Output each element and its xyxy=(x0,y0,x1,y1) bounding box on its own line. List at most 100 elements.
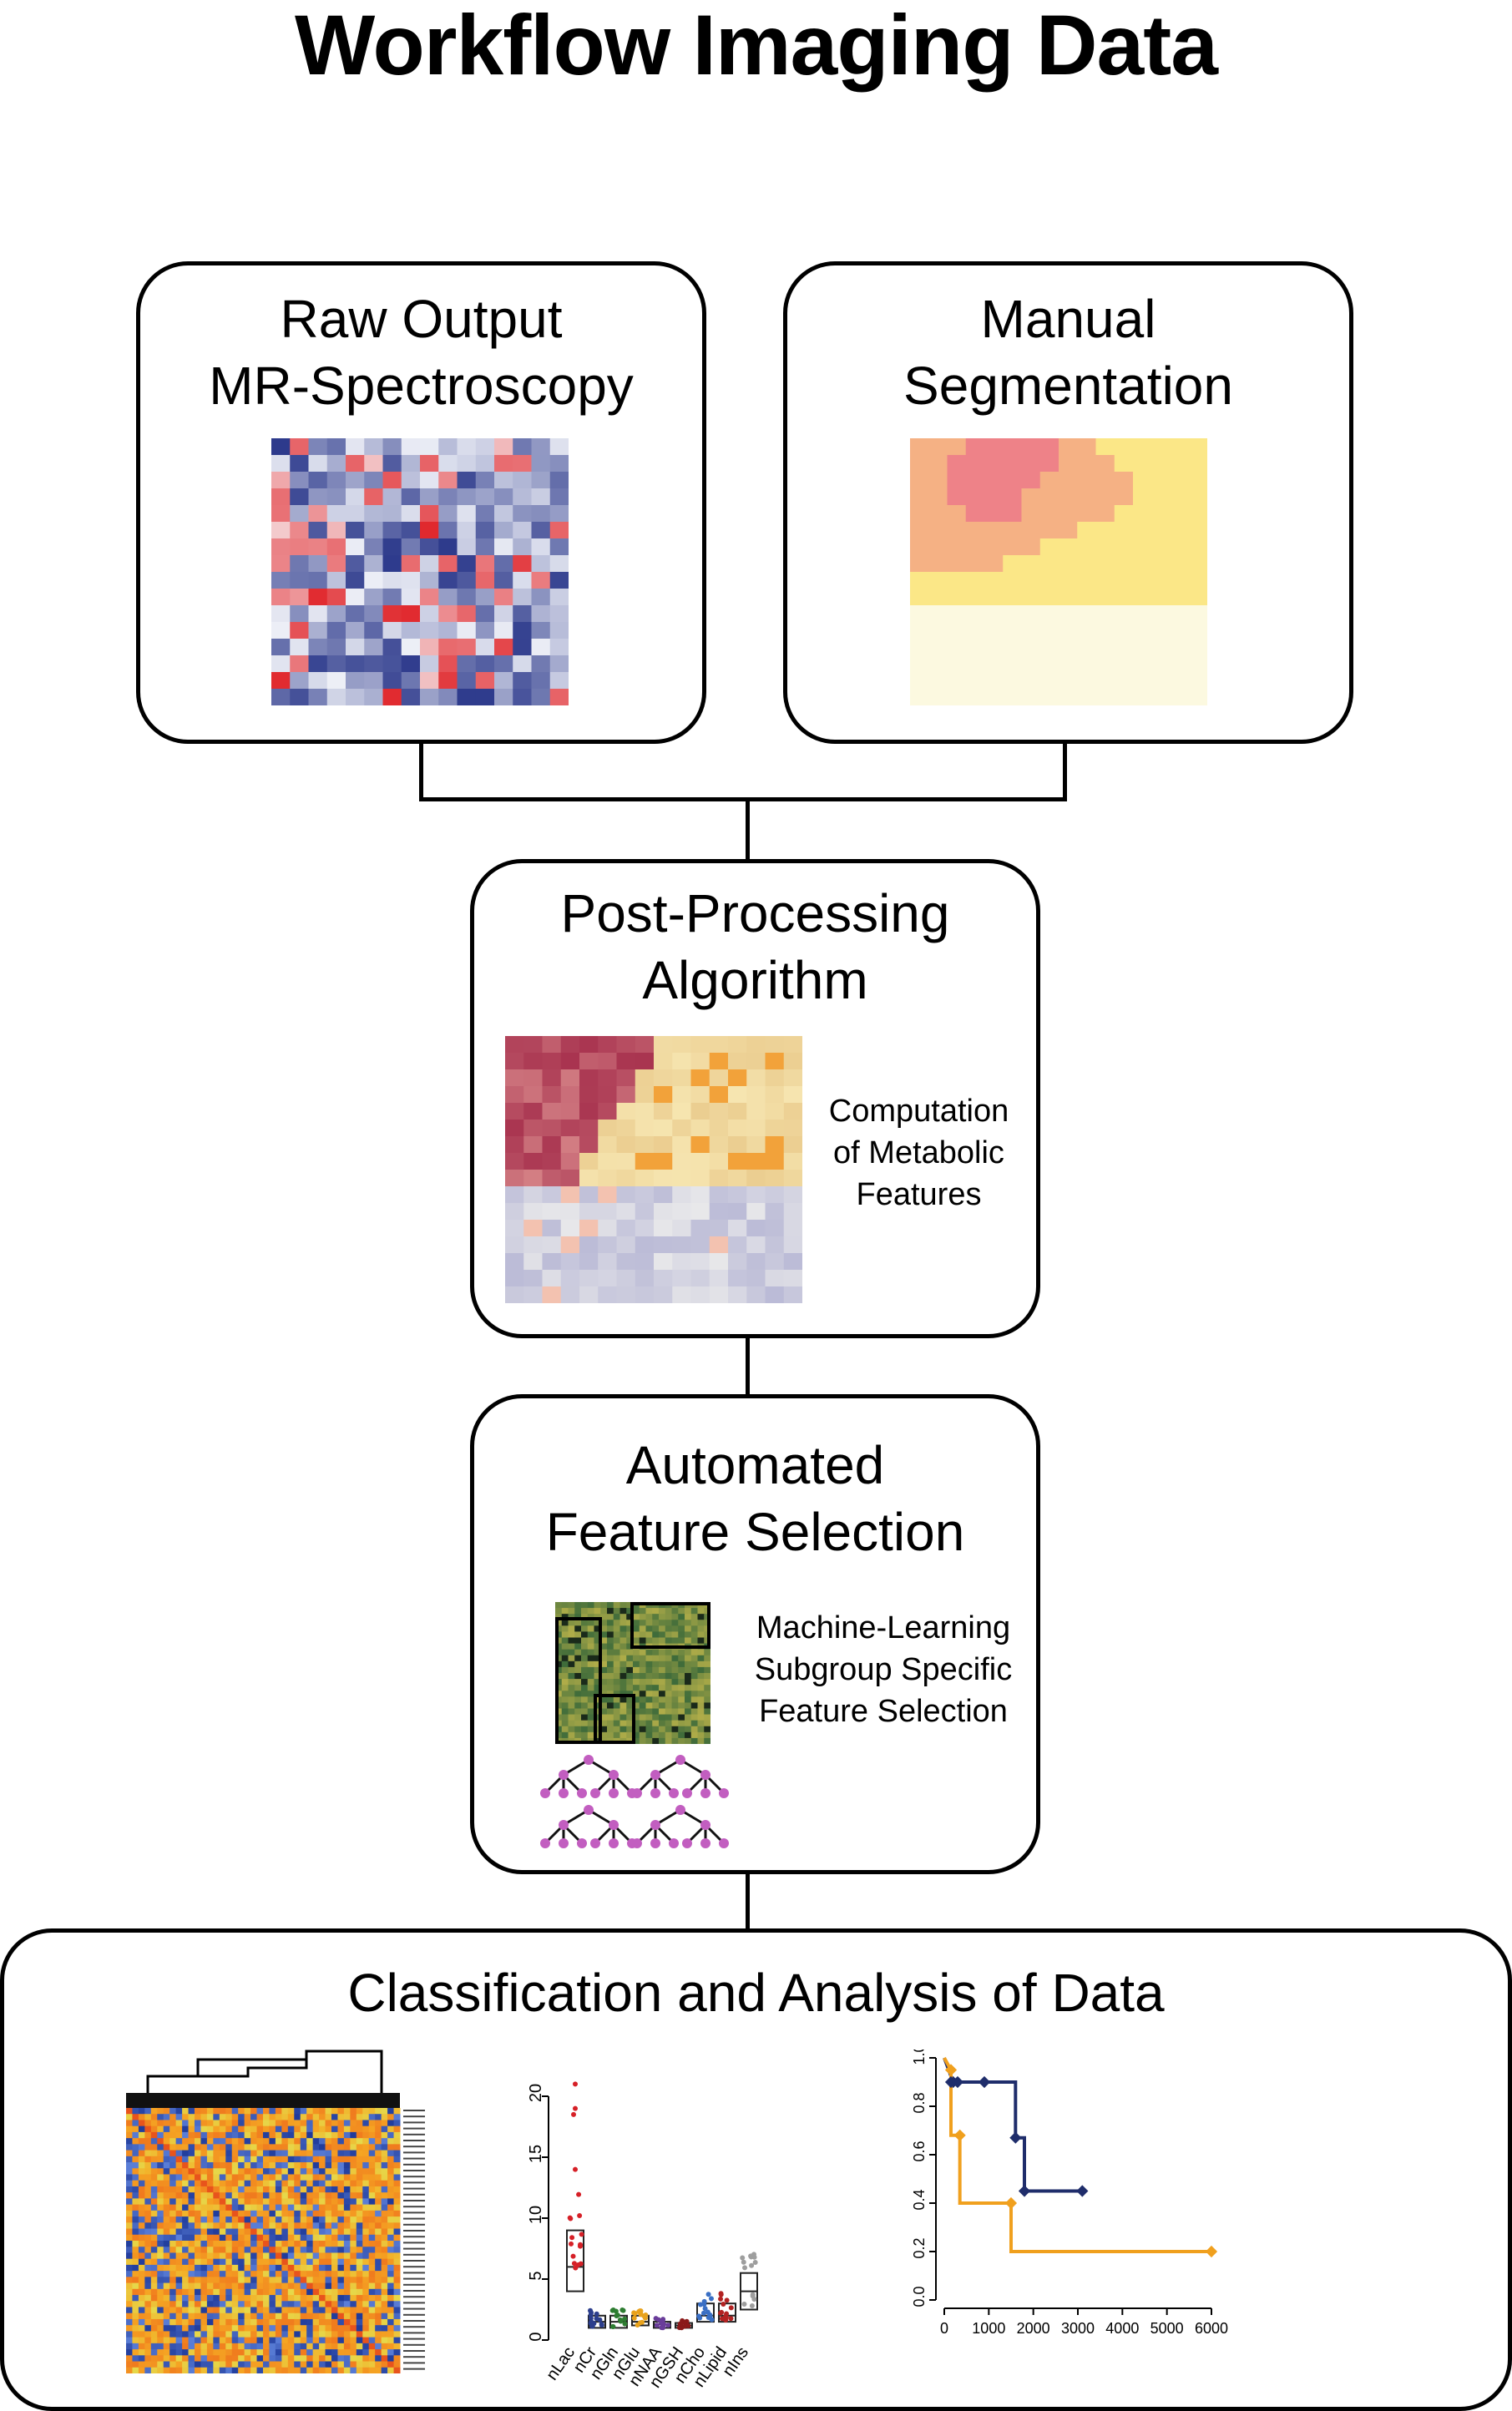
correlation-cell xyxy=(219,2198,226,2206)
heatmap-cell xyxy=(672,1153,692,1170)
correlation-cell xyxy=(238,2131,245,2139)
correlation-cell xyxy=(244,2258,251,2266)
data-point xyxy=(571,2261,577,2267)
segmentation-cell xyxy=(1077,438,1097,456)
heatmap-cell xyxy=(555,1731,563,1739)
correlation-cell xyxy=(144,2288,152,2296)
heatmap-cell xyxy=(587,1702,594,1709)
heatmap-cell xyxy=(598,1253,618,1271)
correlation-cell xyxy=(144,2361,152,2368)
heatmap-cell xyxy=(542,1220,562,1237)
correlation-cell xyxy=(182,2325,190,2332)
correlation-cell xyxy=(126,2174,133,2181)
correlation-cell xyxy=(256,2349,264,2356)
correlation-cell xyxy=(132,2131,139,2139)
heatmap-cell xyxy=(523,1036,544,1054)
correlation-cell xyxy=(269,2264,276,2272)
correlation-cell xyxy=(312,2108,320,2115)
correlation-cell xyxy=(294,2318,301,2326)
heatmap-cell xyxy=(587,1720,594,1727)
correlation-cell xyxy=(144,2138,152,2145)
correlation-cell xyxy=(132,2343,139,2350)
row-label-mark xyxy=(403,2127,425,2130)
heatmap-cell xyxy=(665,1660,672,1668)
correlation-cell xyxy=(281,2318,289,2326)
heatmap-cell xyxy=(783,1220,802,1237)
correlation-cell xyxy=(269,2343,276,2350)
correlation-cell xyxy=(356,2271,363,2277)
correlation-cell xyxy=(182,2120,190,2127)
correlation-cell xyxy=(182,2108,190,2115)
heatmap-cell xyxy=(531,672,551,690)
correlation-cell xyxy=(275,2180,282,2187)
correlation-cell xyxy=(375,2198,382,2206)
heatmap-cell xyxy=(581,1666,589,1674)
correlation-cell xyxy=(331,2312,338,2320)
outlier-point xyxy=(571,2111,576,2117)
correlation-cell xyxy=(306,2204,314,2211)
heatmap-cell xyxy=(549,655,569,673)
correlation-cell xyxy=(281,2222,289,2230)
correlation-cell xyxy=(387,2367,395,2373)
heatmap-cell xyxy=(654,1153,673,1170)
correlation-cell xyxy=(368,2355,376,2363)
correlation-cell xyxy=(269,2138,276,2145)
y-tick-label: 0 xyxy=(527,2332,545,2341)
data-point xyxy=(742,2265,748,2271)
heatmap-cell xyxy=(555,1720,563,1727)
heatmap-cell xyxy=(326,455,346,473)
heatmap-cell xyxy=(513,538,533,556)
correlation-cell xyxy=(169,2180,177,2187)
heatmap-cell xyxy=(619,1708,627,1716)
heatmap-cell xyxy=(659,1655,666,1662)
heatmap-cell xyxy=(619,1614,627,1620)
correlation-cell xyxy=(132,2361,139,2368)
correlation-cell xyxy=(287,2258,295,2266)
y-tick-label: 0.2 xyxy=(911,2237,928,2258)
correlation-cell xyxy=(225,2247,233,2253)
heatmap-cell xyxy=(574,1679,582,1686)
heatmap-cell xyxy=(457,555,477,573)
correlation-cell xyxy=(294,2241,301,2247)
correlation-cell xyxy=(182,2282,190,2290)
correlation-cell xyxy=(375,2216,382,2223)
correlation-cell xyxy=(206,2234,214,2242)
heatmap-cell xyxy=(513,589,533,606)
correlation-cell xyxy=(343,2307,351,2314)
correlation-cell xyxy=(206,2186,214,2193)
correlation-cell xyxy=(319,2355,326,2363)
heatmap-cell xyxy=(555,1608,563,1615)
correlation-cell xyxy=(213,2228,220,2236)
row-label-mark xyxy=(403,2121,425,2124)
correlation-cell xyxy=(132,2367,139,2373)
correlation-cell xyxy=(350,2138,357,2145)
correlation-cell xyxy=(306,2318,314,2326)
correlation-cell xyxy=(312,2301,320,2307)
correlation-cell xyxy=(138,2282,145,2290)
heatmap-cell xyxy=(665,1649,672,1656)
heatmap-cell xyxy=(690,1186,710,1204)
heatmap-cell xyxy=(616,1053,636,1070)
correlation-cell xyxy=(150,2288,158,2296)
heatmap-cell xyxy=(574,1625,582,1632)
correlation-cell xyxy=(175,2307,183,2314)
correlation-cell xyxy=(157,2325,164,2332)
data-point xyxy=(569,2241,574,2247)
heatmap-cell xyxy=(581,1625,589,1632)
segmentation-cell xyxy=(1170,639,1190,656)
data-point xyxy=(578,2242,584,2247)
correlation-cell xyxy=(319,2288,326,2296)
correlation-cell xyxy=(157,2144,164,2151)
segmentation-cell xyxy=(1039,505,1059,523)
heatmap-cell xyxy=(598,1136,618,1154)
correlation-cell xyxy=(287,2325,295,2332)
correlation-cell xyxy=(150,2301,158,2307)
segmentation-cell xyxy=(1077,672,1097,690)
heatmap-cell xyxy=(639,1737,646,1744)
heatmap-cell xyxy=(560,1236,580,1254)
correlation-cell xyxy=(138,2349,145,2356)
heatmap-cell xyxy=(607,1720,614,1727)
correlation-cell xyxy=(294,2131,301,2139)
heatmap-cell xyxy=(645,1691,653,1697)
correlation-cell xyxy=(219,2234,226,2242)
